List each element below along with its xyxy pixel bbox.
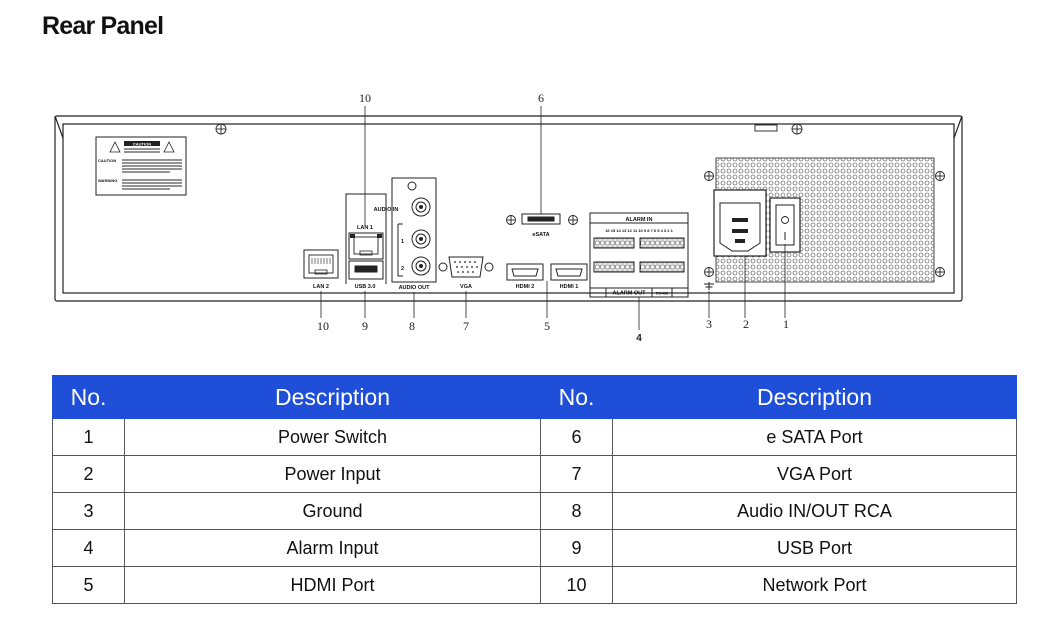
callout-leaders: [320, 106, 786, 330]
table-cell: Ground: [124, 492, 541, 530]
table-cell: HDMI Port: [124, 566, 541, 604]
callout-10-top: 10: [359, 91, 371, 105]
table-row: 4 Alarm Input 9 USB Port: [52, 529, 1017, 567]
lan1-label: LAN 1: [357, 225, 373, 231]
hdmi2-label: HDMI 2: [516, 284, 535, 290]
callout-5: 5: [544, 319, 550, 333]
lan1-port: [348, 232, 384, 260]
callout-numbers: 10 6 10 9 8 7 5 4 3 2 1: [317, 91, 789, 344]
table-header-row: No. Description No. Description: [52, 375, 1017, 419]
lan2-label: LAN 2: [313, 284, 329, 290]
vga-port: [438, 256, 494, 278]
table-cell: Alarm Input: [124, 529, 541, 567]
alarm-out-label: ALARM OUT: [613, 291, 647, 297]
lan1-usb-bracket: [345, 193, 387, 284]
table-cell: VGA Port: [612, 455, 1017, 493]
rs485-label: RS-485: [656, 292, 668, 296]
table-cell: Network Port: [612, 566, 1017, 604]
screw-icon: [215, 123, 945, 277]
audio-out-label: AUDIO OUT: [399, 285, 431, 291]
table-cell: Power Switch: [124, 418, 541, 456]
callout-6: 6: [538, 91, 544, 105]
header-description: Description: [612, 375, 1017, 419]
table-cell: USB Port: [612, 529, 1017, 567]
table-row: 1 Power Switch 6 e SATA Port: [52, 418, 1017, 456]
audio-in-label: AUDIO IN: [374, 207, 399, 213]
table-cell: 9: [540, 529, 613, 567]
table-cell: 5: [52, 566, 125, 604]
table-cell: Power Input: [124, 455, 541, 493]
esata-port: [521, 213, 561, 225]
table-row: 3 Ground 8 Audio IN/OUT RCA: [52, 492, 1017, 530]
header-description: Description: [124, 375, 541, 419]
table-cell: e SATA Port: [612, 418, 1017, 456]
table-cell: 2: [52, 455, 125, 493]
caution-heading: CAUTION: [133, 141, 151, 146]
vga-label: VGA: [460, 284, 472, 290]
caution-label: CAUTION CAUTION WARNING: [95, 136, 187, 196]
header-no: No.: [52, 375, 125, 419]
caution-text: CAUTION: [98, 158, 116, 163]
callout-7: 7: [463, 319, 469, 333]
port-description-table: No. Description No. Description 1 Power …: [52, 375, 1017, 604]
callout-2: 2: [743, 317, 749, 331]
callout-10-bottom: 10: [317, 319, 329, 333]
rear-panel-diagram: CAUTION CAUTION WARNING LAN 2 LAN 1: [54, 91, 963, 344]
alarm-block: [589, 212, 689, 298]
callout-8: 8: [409, 319, 415, 333]
header-no: No.: [540, 375, 613, 419]
usb-port: [348, 260, 384, 280]
table-cell: 7: [540, 455, 613, 493]
alarm-in-numbers: 16 15 14 13 12 11 10 9 8 7 6 5 4 3 2 1: [605, 228, 673, 233]
table-cell: 3: [52, 492, 125, 530]
callout-3: 3: [706, 317, 712, 331]
table-cell: Audio IN/OUT RCA: [612, 492, 1017, 530]
power-input-socket: [713, 189, 767, 257]
audio-channel-1: 1: [401, 239, 404, 245]
table-cell: 1: [52, 418, 125, 456]
page-title: Rear Panel: [42, 12, 164, 40]
chassis-outline: [54, 115, 963, 302]
lan2-port: LAN 2: [303, 249, 339, 290]
table-cell: 10: [540, 566, 613, 604]
table-cell: 6: [540, 418, 613, 456]
alarm-in-label: ALARM IN: [626, 217, 653, 223]
table-cell: 4: [52, 529, 125, 567]
warning-text: WARNING: [98, 178, 117, 183]
ground-icon: [704, 282, 714, 290]
table-row: 5 HDMI Port 10 Network Port: [52, 566, 1017, 604]
table-cell: 8: [540, 492, 613, 530]
hdmi1-label: HDMI 1: [560, 284, 579, 290]
rca-jack-icon: [407, 181, 431, 276]
callout-9: 9: [362, 319, 368, 333]
hdmi-port: [506, 263, 588, 281]
callout-1: 1: [783, 317, 789, 331]
table-row: 2 Power Input 7 VGA Port: [52, 455, 1017, 493]
audio-block: [391, 177, 437, 283]
callout-4: 4: [636, 333, 642, 344]
usb-label: USB 3.0: [355, 284, 376, 290]
esata-label: eSATA: [532, 232, 549, 238]
audio-channel-2: 2: [401, 266, 404, 272]
power-switch: [769, 197, 801, 253]
